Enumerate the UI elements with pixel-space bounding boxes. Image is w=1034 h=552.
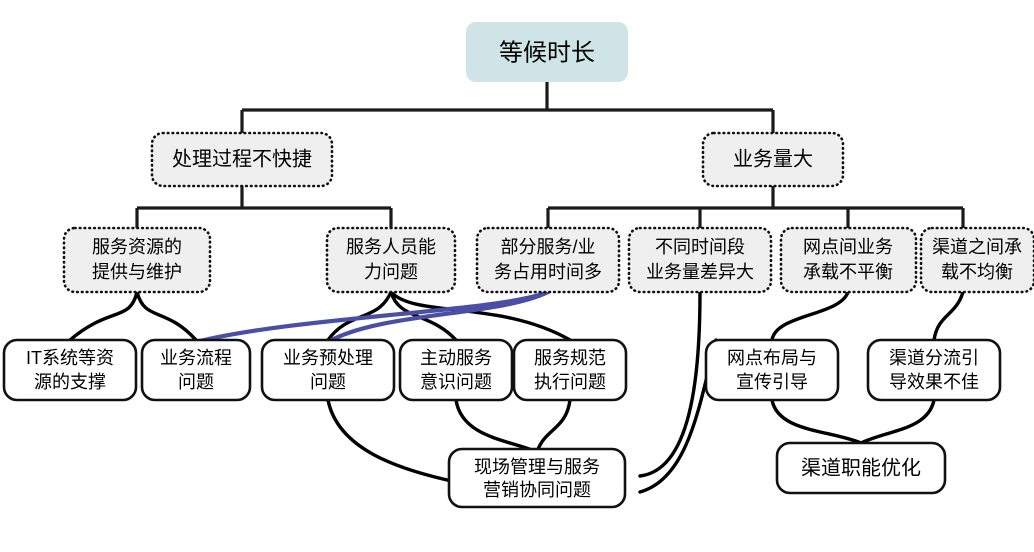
edge-branch-to-onsite bbox=[638, 338, 718, 494]
node-resource-box[interactable] bbox=[62, 226, 212, 294]
node-resource-label-line-1: 服务资源的 bbox=[92, 237, 182, 257]
node-active-label-line-2: 意识问题 bbox=[420, 372, 492, 392]
node-active[interactable]: 主动服务 意识问题 bbox=[398, 338, 514, 402]
node-active-box[interactable] bbox=[398, 338, 514, 402]
edge-active-to-onsite bbox=[454, 398, 539, 454]
node-divert-box[interactable] bbox=[866, 338, 1002, 402]
edge-timeuse-to-pre-highlight bbox=[325, 289, 551, 345]
node-volume-box[interactable] bbox=[701, 131, 845, 188]
node-process-label-line-1: 处理过程不快捷 bbox=[172, 147, 312, 170]
node-channel-box[interactable] bbox=[919, 226, 1034, 294]
node-norm-label-line-2: 执行问题 bbox=[534, 372, 606, 392]
edge-layout-to-chanopt bbox=[770, 398, 863, 445]
node-active-label-line-1: 主动服务 bbox=[420, 348, 492, 368]
node-flow-label-line-2: 问题 bbox=[178, 372, 214, 392]
node-onsite-label-line-1: 现场管理与服务 bbox=[474, 457, 600, 477]
node-branch-box[interactable] bbox=[779, 226, 918, 294]
node-timeuse[interactable]: 部分服务/业 务占用时间多 bbox=[475, 226, 621, 294]
node-staff[interactable]: 服务人员能 力问题 bbox=[325, 226, 457, 294]
edge-pre-to-onsite bbox=[326, 398, 458, 484]
edge-resource-to-flow bbox=[135, 290, 198, 342]
node-volume[interactable]: 业务量大 bbox=[701, 131, 845, 188]
node-branch-label-line-1: 网点间业务 bbox=[803, 237, 893, 257]
node-onsite-box[interactable] bbox=[447, 447, 627, 509]
node-divert-label-line-1: 渠道分流引 bbox=[889, 348, 979, 368]
node-root-box[interactable] bbox=[466, 22, 628, 82]
node-pre-box[interactable] bbox=[260, 338, 396, 402]
node-flow-box[interactable] bbox=[140, 338, 252, 402]
node-chanopt[interactable]: 渠道职能优化 bbox=[775, 441, 947, 495]
node-period-label-line-2: 业务量差异大 bbox=[646, 262, 754, 282]
edges-orthogonal bbox=[135, 82, 965, 228]
node-flow-label-line-1: 业务流程 bbox=[160, 348, 232, 368]
edges-highlight bbox=[193, 289, 551, 345]
node-branch[interactable]: 网点间业务 承载不平衡 bbox=[779, 226, 918, 294]
node-onsite[interactable]: 现场管理与服务 营销协同问题 bbox=[447, 447, 627, 509]
node-timeuse-label-line-1: 部分服务/业 bbox=[500, 237, 595, 257]
node-period[interactable]: 不同时间段 业务量差异大 bbox=[627, 226, 773, 294]
node-onsite-label-line-2: 营销协同问题 bbox=[483, 480, 591, 500]
node-branch-label-line-2: 承载不平衡 bbox=[803, 262, 893, 282]
edge-branch-to-layout bbox=[770, 290, 850, 342]
node-layout[interactable]: 网点布局与 宣传引导 bbox=[704, 338, 840, 402]
node-process-box[interactable] bbox=[150, 131, 334, 188]
edge-resource-to-it bbox=[68, 290, 139, 342]
node-staff-box[interactable] bbox=[325, 226, 457, 294]
node-period-box[interactable] bbox=[627, 226, 773, 294]
node-divert[interactable]: 渠道分流引 导效果不佳 bbox=[866, 338, 1002, 402]
node-layout-label-line-2: 宣传引导 bbox=[736, 372, 808, 392]
node-pre-label-line-1: 业务预处理 bbox=[283, 348, 373, 368]
node-staff-label-line-2: 力问题 bbox=[364, 262, 418, 282]
node-root-label-line-1: 等候时长 bbox=[499, 39, 595, 66]
edge-norm-to-onsite bbox=[535, 398, 572, 454]
node-resource[interactable]: 服务资源的 提供与维护 bbox=[62, 226, 212, 294]
node-process[interactable]: 处理过程不快捷 bbox=[150, 131, 334, 188]
node-layout-label-line-1: 网点布局与 bbox=[727, 348, 817, 368]
node-channel-label-line-1: 渠道之间承 bbox=[932, 237, 1022, 257]
node-it-box[interactable] bbox=[2, 338, 138, 402]
node-norm-label-line-1: 服务规范 bbox=[534, 348, 606, 368]
node-timeuse-box[interactable] bbox=[475, 226, 621, 294]
node-resource-label-line-2: 提供与维护 bbox=[92, 262, 182, 282]
node-layout-box[interactable] bbox=[704, 338, 840, 402]
node-it-label-line-1: IT系统等资 bbox=[26, 348, 114, 368]
node-norm-box[interactable] bbox=[512, 338, 628, 402]
node-pre-label-line-2: 问题 bbox=[310, 372, 346, 392]
node-flow[interactable]: 业务流程 问题 bbox=[140, 338, 252, 402]
edge-divert-to-chanopt bbox=[859, 398, 936, 445]
node-chanopt-box[interactable] bbox=[775, 441, 947, 495]
node-channel[interactable]: 渠道之间承 载不均衡 bbox=[919, 226, 1034, 294]
node-channel-label-line-2: 载不均衡 bbox=[941, 262, 1013, 282]
edge-channel-to-divert bbox=[932, 290, 965, 342]
node-period-label-line-1: 不同时间段 bbox=[655, 237, 745, 257]
node-volume-label-line-1: 业务量大 bbox=[733, 147, 813, 170]
node-it-label-line-2: 源的支撑 bbox=[34, 372, 106, 392]
node-pre[interactable]: 业务预处理 问题 bbox=[260, 338, 396, 402]
edge-period-to-onsite bbox=[638, 290, 702, 478]
node-staff-label-line-1: 服务人员能 bbox=[346, 237, 436, 257]
node-chanopt-label-line-1: 渠道职能优化 bbox=[801, 456, 921, 479]
node-root[interactable]: 等候时长 bbox=[466, 22, 628, 82]
node-norm[interactable]: 服务规范 执行问题 bbox=[512, 338, 628, 402]
edge-timeuse-to-flow-highlight bbox=[193, 289, 551, 345]
node-divert-label-line-2: 导效果不佳 bbox=[889, 372, 979, 392]
node-it[interactable]: IT系统等资 源的支撑 bbox=[2, 338, 138, 402]
node-timeuse-label-line-2: 务占用时间多 bbox=[494, 262, 602, 282]
